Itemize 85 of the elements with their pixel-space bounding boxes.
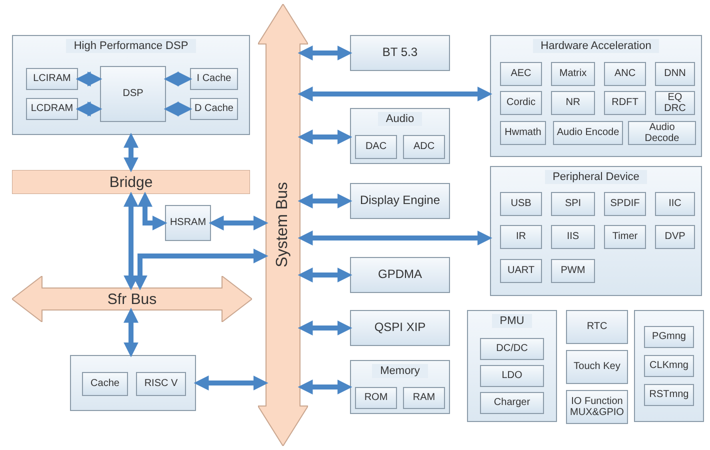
module-block: DSP xyxy=(100,66,166,122)
arrow xyxy=(298,86,492,102)
group-panel xyxy=(350,360,450,414)
module-block: HSRAM xyxy=(165,205,211,241)
module-block: RSTmng xyxy=(644,384,694,406)
module-block: ANC xyxy=(604,62,646,86)
arrow xyxy=(76,102,102,116)
module-block: RAM xyxy=(403,387,445,409)
arrow xyxy=(132,248,268,290)
module-block: RTC xyxy=(566,310,628,344)
arrow xyxy=(298,320,352,336)
group-title: Peripheral Device xyxy=(544,170,648,184)
module-block: AEC xyxy=(500,62,542,86)
module-block: PWM xyxy=(551,259,595,283)
arrow xyxy=(298,130,352,144)
module-block: DVP xyxy=(655,225,695,249)
module-block: UART xyxy=(500,259,542,283)
module-block: RDFT xyxy=(604,91,646,115)
group-panel xyxy=(490,166,702,296)
arrow xyxy=(124,132,138,172)
bridge-bar xyxy=(12,170,250,194)
module-block: QSPI XIP xyxy=(350,310,450,346)
module-block: NR xyxy=(551,91,595,115)
group-panel xyxy=(467,310,557,422)
module-block: LCIRAM xyxy=(26,68,78,90)
module-block: Touch Key xyxy=(566,350,628,384)
system-bus-arrow xyxy=(258,4,308,446)
arrow xyxy=(124,192,138,290)
module-block: EQ DRC xyxy=(655,91,695,115)
module-block: RISC V xyxy=(136,372,186,396)
module-block: GPDMA xyxy=(350,257,450,293)
arrow xyxy=(208,216,268,230)
module-block: IIC xyxy=(655,192,695,216)
arrow xyxy=(298,230,492,246)
module-block: LCDRAM xyxy=(26,98,78,120)
bus-label: Sfr Bus xyxy=(107,290,157,308)
group-panel xyxy=(12,35,250,135)
group-title: Memory xyxy=(372,364,428,378)
module-block: USB xyxy=(500,192,542,216)
module-block: Audio Decode xyxy=(628,121,696,145)
module-panel xyxy=(70,355,196,411)
arrow xyxy=(298,268,352,282)
module-block: LDO xyxy=(480,365,544,387)
module-block: Charger xyxy=(480,392,544,414)
module-block: PGmng xyxy=(644,326,694,348)
module-panel xyxy=(634,310,704,422)
arrow xyxy=(138,192,168,230)
module-block: Audio Encode xyxy=(553,121,623,145)
module-block: Display Engine xyxy=(350,183,450,219)
module-block: IR xyxy=(500,225,542,249)
arrow xyxy=(298,46,352,60)
group-panel xyxy=(350,108,450,164)
module-block: ROM xyxy=(355,387,397,409)
arrow xyxy=(194,376,268,390)
group-title: PMU xyxy=(492,314,532,328)
group-title: Audio xyxy=(378,112,422,126)
module-block: IIS xyxy=(551,225,595,249)
module-block: I Cache xyxy=(190,68,238,90)
arrow xyxy=(164,72,192,86)
module-block: DNN xyxy=(655,62,695,86)
bus-label: System Bus xyxy=(274,182,292,268)
module-block: ADC xyxy=(403,135,445,159)
group-title: High Performance DSP xyxy=(66,39,196,53)
module-block: Hwmath xyxy=(500,121,546,145)
arrow xyxy=(124,308,138,358)
arrow xyxy=(298,194,352,208)
module-block: Timer xyxy=(604,225,646,249)
group-title: Hardware Acceleration xyxy=(532,39,660,53)
module-block: BT 5.3 xyxy=(350,35,450,71)
group-panel xyxy=(490,35,702,157)
module-block: Matrix xyxy=(551,62,595,86)
bus-label: Bridge xyxy=(109,174,153,190)
module-block: DC/DC xyxy=(480,338,544,360)
module-block: CLKmng xyxy=(644,355,694,377)
bus-arrow xyxy=(12,276,252,322)
module-block: D Cache xyxy=(190,98,238,120)
arrow xyxy=(164,102,192,116)
module-block: IO Function MUX&GPIO xyxy=(566,390,628,424)
arrow xyxy=(298,380,352,394)
module-block: SPDIF xyxy=(604,192,646,216)
module-block: DAC xyxy=(355,135,397,159)
module-block: Cache xyxy=(82,372,128,396)
arrow xyxy=(76,72,102,86)
module-block: SPI xyxy=(551,192,595,216)
module-block: Cordic xyxy=(500,91,542,115)
